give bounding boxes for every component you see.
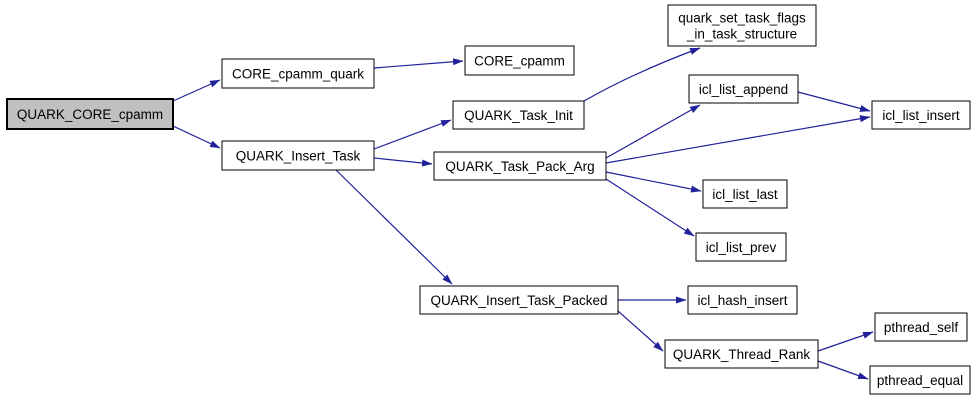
node-CORE_cpamm[interactable]: CORE_cpamm [464, 45, 575, 76]
node-QUARK_Task_Init[interactable]: QUARK_Task_Init [452, 100, 585, 130]
node-box [667, 4, 817, 47]
node-label: icl_list_insert [882, 108, 960, 123]
node-label: QUARK_Insert_Task [236, 148, 361, 163]
node-box [869, 365, 971, 395]
node-label: QUARK_Thread_Rank [673, 347, 811, 362]
node-label: QUARK_CORE_cpamm [17, 107, 163, 122]
node-QUARK_Thread_Rank[interactable]: QUARK_Thread_Rank [664, 339, 819, 369]
node-icl_list_insert[interactable]: icl_list_insert [871, 100, 971, 130]
edge-QUARK_Task_Pack_Arg-to-icl_list_prev [605, 178, 695, 237]
node-label: QUARK_Task_Init [464, 108, 573, 123]
edge-QUARK_Task_Pack_Arg-to-icl_list_append [605, 104, 701, 159]
node-label: pthread_equal [877, 373, 963, 388]
node-box [695, 232, 787, 262]
node-icl_list_prev[interactable]: icl_list_prev [695, 232, 787, 262]
nodes-layer: QUARK_CORE_cpamm CORE_cpamm_quark CORE_cpa… [6, 4, 971, 395]
node-box [702, 179, 788, 209]
edge-QUARK_Task_Pack_Arg-to-icl_list_last [605, 171, 702, 193]
node-label: quark_set_task_flags_in_task_structure [678, 10, 806, 41]
node-label: icl_hash_insert [697, 293, 787, 308]
node-icl_hash_insert[interactable]: icl_hash_insert [687, 285, 798, 315]
node-quark_set_task_flags[interactable]: quark_set_task_flags_in_task_structure [667, 4, 817, 47]
edge-QUARK_CORE_cpamm-to-QUARK_Insert_Task [172, 125, 221, 149]
edge-QUARK_Insert_Task-to-QUARK_Task_Pack_Arg [373, 157, 433, 167]
node-label: icl_list_prev [706, 240, 777, 255]
node-pthread_self[interactable]: pthread_self [874, 312, 968, 342]
node-CORE_cpamm_quark[interactable]: CORE_cpamm_quark [221, 58, 375, 89]
node-label: pthread_self [884, 320, 959, 335]
node-box [687, 285, 798, 315]
node-box [664, 339, 819, 369]
node-label: CORE_cpamm [474, 53, 565, 68]
node-label: QUARK_Task_Pack_Arg [445, 159, 594, 174]
node-box [221, 58, 375, 89]
edge-QUARK_Insert_Task_Packed-to-QUARK_Thread_Rank [617, 310, 664, 352]
node-box [221, 140, 375, 171]
node-QUARK_CORE_cpamm: QUARK_CORE_cpamm [6, 98, 174, 130]
node-box [419, 285, 619, 315]
edge-CORE_cpamm_quark-to-CORE_cpamm [373, 58, 464, 69]
edge-QUARK_Insert_Task-to-QUARK_Task_Init [373, 119, 452, 150]
edge-QUARK_Thread_Rank-to-pthread_self [817, 331, 874, 352]
edge-QUARK_Task_Pack_Arg-to-icl_list_insert [605, 115, 871, 164]
node-box [874, 312, 968, 342]
node-QUARK_Task_Pack_Arg[interactable]: QUARK_Task_Pack_Arg [433, 151, 607, 181]
node-label: QUARK_Insert_Task_Packed [430, 293, 607, 308]
edge-QUARK_CORE_cpamm-to-CORE_cpamm_quark [172, 79, 221, 102]
node-label: icl_list_append [699, 82, 788, 97]
edge-QUARK_Thread_Rank-to-pthread_equal [817, 360, 869, 380]
node-icl_list_last[interactable]: icl_list_last [702, 179, 788, 209]
node-box [464, 45, 575, 76]
edge-QUARK_Task_Init-to-quark_set_task_flags [583, 47, 701, 102]
node-label: icl_list_last [712, 187, 778, 202]
edge-QUARK_Insert_Task-to-QUARK_Insert_Task_Packed [335, 169, 453, 285]
node-icl_list_append[interactable]: icl_list_append [688, 74, 799, 104]
node-label: CORE_cpamm_quark [232, 66, 364, 81]
edges-layer [172, 47, 874, 380]
node-box [452, 100, 585, 130]
node-box [688, 74, 799, 104]
node-QUARK_Insert_Task[interactable]: QUARK_Insert_Task [221, 140, 375, 171]
edge-icl_list_append-to-icl_list_insert [797, 91, 871, 112]
node-box [871, 100, 971, 130]
node-QUARK_Insert_Task_Packed[interactable]: QUARK_Insert_Task_Packed [419, 285, 619, 315]
node-box [433, 151, 607, 181]
node-box [6, 98, 174, 130]
node-pthread_equal[interactable]: pthread_equal [869, 365, 971, 395]
